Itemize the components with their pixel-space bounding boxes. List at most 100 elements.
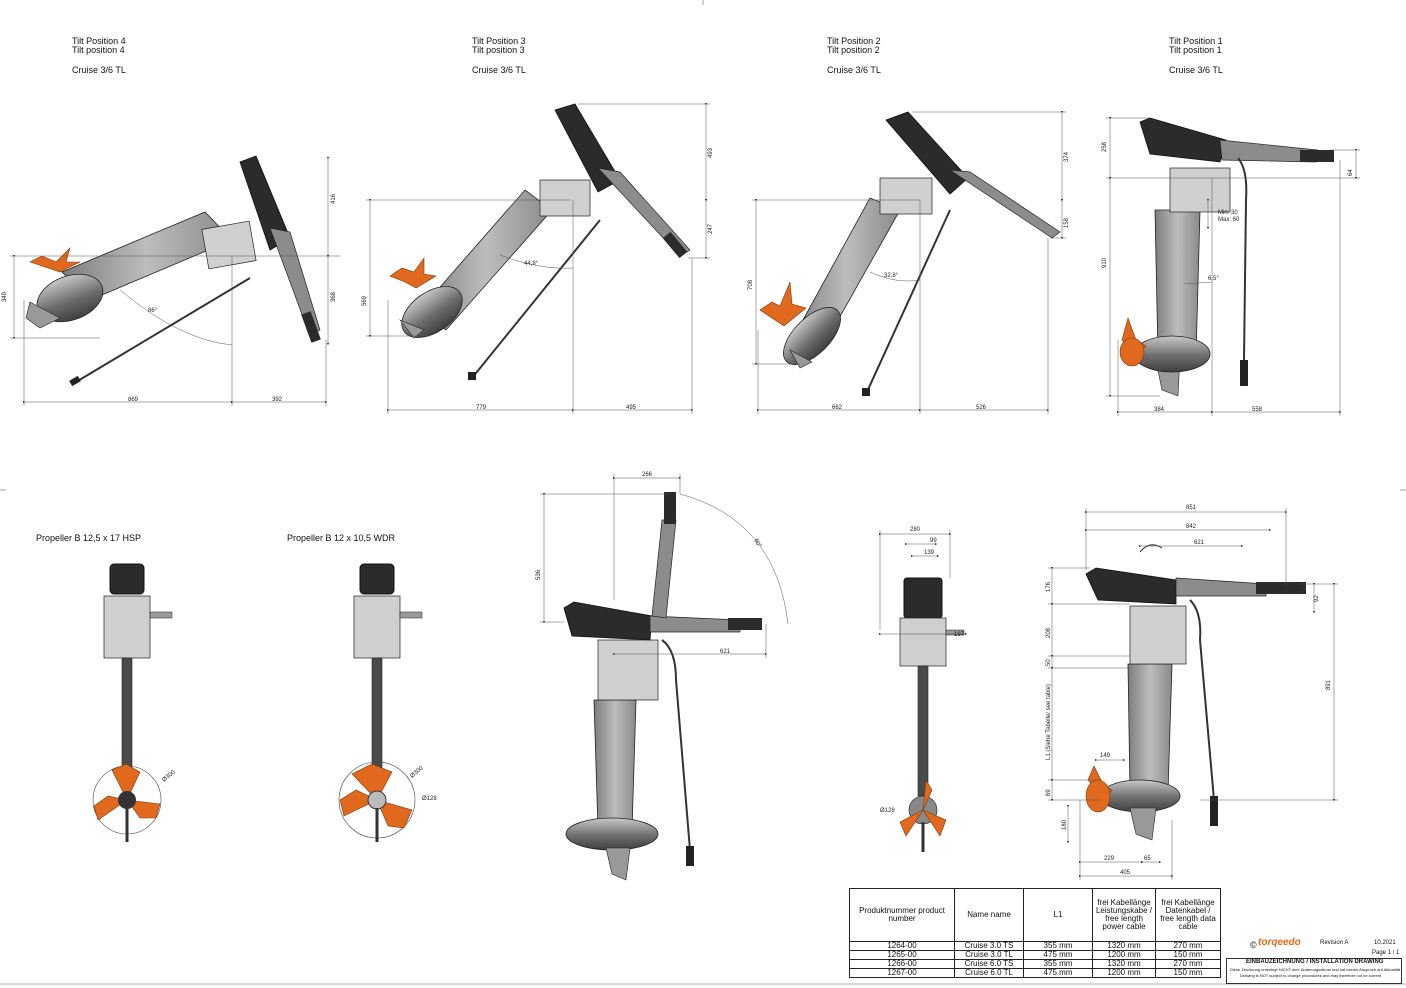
tilt3-dimensions bbox=[366, 102, 710, 414]
tilt1-dimensions bbox=[1106, 116, 1360, 416]
side-dim-d14: 405 bbox=[1120, 870, 1131, 876]
side-dim-d6: 50 bbox=[1046, 659, 1052, 666]
side-dim-d8: 891 bbox=[1326, 679, 1332, 690]
tilt4-dim-angle: 86° bbox=[148, 308, 158, 314]
tiller-side-view bbox=[563, 492, 762, 881]
side-dim-d11: 180 bbox=[1062, 819, 1068, 830]
side-dim-d13: 65 bbox=[1144, 856, 1151, 862]
tilt3-dim-h3: 247 bbox=[708, 223, 714, 234]
tiller-dim-d1: 266 bbox=[642, 472, 653, 478]
tilt2-motor bbox=[759, 111, 1061, 396]
side-dim-d7: 92 bbox=[1314, 595, 1320, 602]
date-text: 10.2021 bbox=[1374, 940, 1396, 946]
cell: 150 mm bbox=[1155, 968, 1221, 978]
side-dim-d1: 851 bbox=[1186, 505, 1197, 511]
side-dim-d12: 229 bbox=[1104, 856, 1115, 862]
disclaimer-en: Drawing is NOT subject to change procedu… bbox=[1240, 973, 1382, 978]
tilt3-dim-angle: 44,8° bbox=[524, 261, 539, 267]
tilt1-label-1: Tilt Position 1 bbox=[1169, 36, 1223, 46]
tilt1-dim-max: Max: 60 bbox=[1218, 217, 1240, 223]
tilt1-dim-h1: 910 bbox=[1102, 257, 1108, 268]
front-dimensions bbox=[878, 530, 968, 636]
tilt4-dim-w2: 392 bbox=[272, 397, 283, 403]
drawing-title: EINBAUZEICHNUNG / INSTALLATION DRAWING bbox=[1246, 959, 1384, 965]
tiller-dimensions bbox=[540, 474, 789, 658]
tiller-dim-d3: 621 bbox=[720, 649, 731, 655]
page-text: Page 1 / 1 bbox=[1372, 950, 1400, 956]
prop-wdr-label: Propeller B 12 x 10,5 WDR bbox=[287, 533, 396, 543]
tilt4-dim-h1: 349 bbox=[2, 291, 8, 302]
side-dim-d9: 149 bbox=[1100, 753, 1111, 759]
cell: 1267-00 bbox=[849, 968, 955, 978]
tilt1-dim-min: Min: 30 bbox=[1218, 210, 1238, 216]
prop-hsp-dia: Ø300 bbox=[161, 769, 177, 783]
tilt2-label-2: Tilt position 2 bbox=[827, 45, 880, 55]
tilt2-label-1: Tilt Position 2 bbox=[827, 36, 881, 46]
tilt3-dim-w1: 779 bbox=[476, 405, 487, 411]
tilt4-dim-w1: 869 bbox=[128, 397, 139, 403]
front-view bbox=[899, 577, 965, 852]
side-dim-d3: 621 bbox=[1194, 540, 1205, 546]
tilt4-dim-h3: 368 bbox=[331, 291, 337, 302]
col-name: Name name bbox=[954, 888, 1024, 942]
tilt2-dim-w2: 526 bbox=[976, 405, 987, 411]
tilt3-dim-h2: 493 bbox=[708, 147, 714, 158]
front-dim-d3: 139 bbox=[924, 550, 935, 556]
tilt1-dim-h2: 258 bbox=[1102, 141, 1108, 152]
tilt2-dim-h3: 158 bbox=[1064, 217, 1070, 228]
tilt1-motor bbox=[1119, 117, 1334, 397]
table-row: 1264-00 Cruise 3.0 TS 355 mm 1320 mm 270… bbox=[849, 941, 1221, 951]
prop-wdr-dia: Ø300 bbox=[409, 765, 425, 779]
tiller-dim-d2: 536 bbox=[536, 569, 542, 580]
tilt4-label-1: Tilt Position 4 bbox=[72, 36, 126, 46]
tilt3-dim-h1: 569 bbox=[362, 295, 368, 306]
front-dim-d2: 99 bbox=[930, 538, 937, 544]
tilt2-dim-w1: 662 bbox=[832, 405, 843, 411]
tilt1-dim-h3: 64 bbox=[1348, 169, 1354, 176]
tilt2-dim-h1: 708 bbox=[748, 279, 754, 290]
tilt4-label-3: Cruise 3/6 TL bbox=[72, 65, 126, 75]
tilt3-label-3: Cruise 3/6 TL bbox=[472, 65, 526, 75]
side-dim-d5: 208 bbox=[1046, 627, 1052, 638]
brand-logo: torqeedo bbox=[1258, 937, 1301, 948]
tilt1-label-3: Cruise 3/6 TL bbox=[1169, 65, 1223, 75]
tilt1-dim-w1: 384 bbox=[1154, 407, 1165, 413]
side-dim-d10: 69 bbox=[1046, 789, 1052, 796]
tilt2-dim-angle: 32,8° bbox=[884, 273, 899, 279]
side-dim-d2: 842 bbox=[1186, 524, 1197, 530]
tiller-dim-angle: 60° bbox=[752, 538, 762, 549]
col-l1: L1 bbox=[1023, 888, 1093, 942]
cell: 475 mm bbox=[1023, 968, 1093, 978]
tilt2-label-3: Cruise 3/6 TL bbox=[827, 65, 881, 75]
tilt3-motor bbox=[389, 103, 691, 380]
table-row: 1267-00 Cruise 6.0 TL 475 mm 1200 mm 150… bbox=[849, 968, 1221, 978]
title-box bbox=[1226, 958, 1402, 984]
tilt2-dim-h2: 374 bbox=[1064, 151, 1070, 162]
tilt3-label-2: Tilt position 3 bbox=[472, 45, 525, 55]
front-dim-d1: 280 bbox=[910, 527, 921, 533]
side-dim-l1: L1 (Siehe Tabelle/ see table) bbox=[1046, 684, 1052, 760]
tilt2-dimensions bbox=[752, 110, 1066, 414]
table-header-row: Produktnummer product number Name name L… bbox=[849, 888, 1221, 942]
side-view bbox=[1085, 544, 1306, 841]
prop-hsp-label: Propeller B 12,5 x 17 HSP bbox=[36, 533, 142, 543]
col-product-number: Produktnummer product number bbox=[849, 888, 955, 942]
disclaimer-de: Diese Zeichnung unterliegt NICHT dem Änd… bbox=[1230, 967, 1401, 972]
col-data-cable: frei Kabellänge Datenkabel / free length… bbox=[1155, 888, 1221, 942]
tilt1-label-2: Tilt position 1 bbox=[1169, 45, 1222, 55]
prop-hsp-view bbox=[92, 563, 173, 842]
tilt4-dimensions bbox=[10, 156, 340, 406]
tilt3-label-1: Tilt Position 3 bbox=[472, 36, 526, 46]
cell: 1200 mm bbox=[1092, 968, 1156, 978]
col-power-cable: frei Kabellänge Leistungskabe / free len… bbox=[1092, 888, 1156, 942]
tilt1-dim-w2: 558 bbox=[1252, 407, 1263, 413]
tilt4-motor bbox=[25, 155, 321, 387]
side-dim-d4: 176 bbox=[1046, 581, 1052, 592]
revision-text: Revision A bbox=[1320, 940, 1349, 946]
tilt4-dim-h2: 416 bbox=[331, 193, 337, 204]
tilt4-label-2: Tilt position 4 bbox=[72, 45, 125, 55]
cell: Cruise 6.0 TL bbox=[954, 968, 1024, 978]
